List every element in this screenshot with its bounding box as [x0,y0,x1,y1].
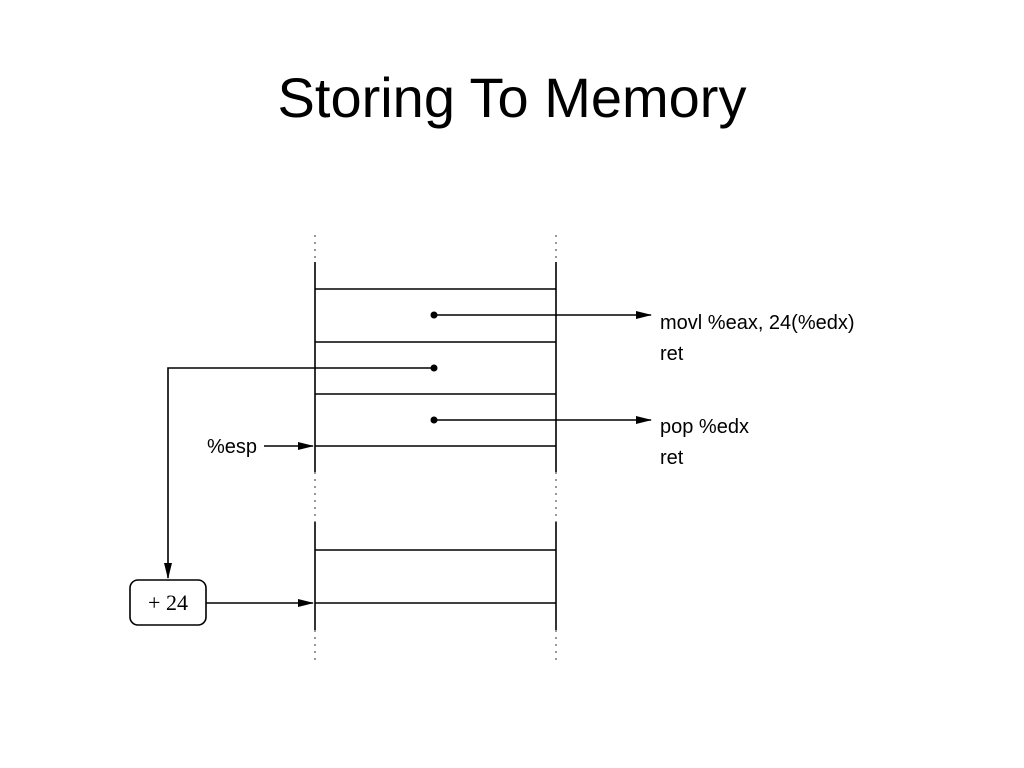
slide-title: Storing To Memory [277,66,747,129]
ret-instruction-label: ret [660,447,684,469]
offset-box-label: + 24 [148,590,188,615]
esp-register-label: %esp [207,436,257,458]
pointer-arrow-to-offset-box [164,367,434,579]
ret-instruction-label: ret [660,343,684,365]
pop-instruction-label: pop %edx [660,416,749,438]
movl-instruction-label: movl %eax, 24(%edx) [660,312,855,334]
